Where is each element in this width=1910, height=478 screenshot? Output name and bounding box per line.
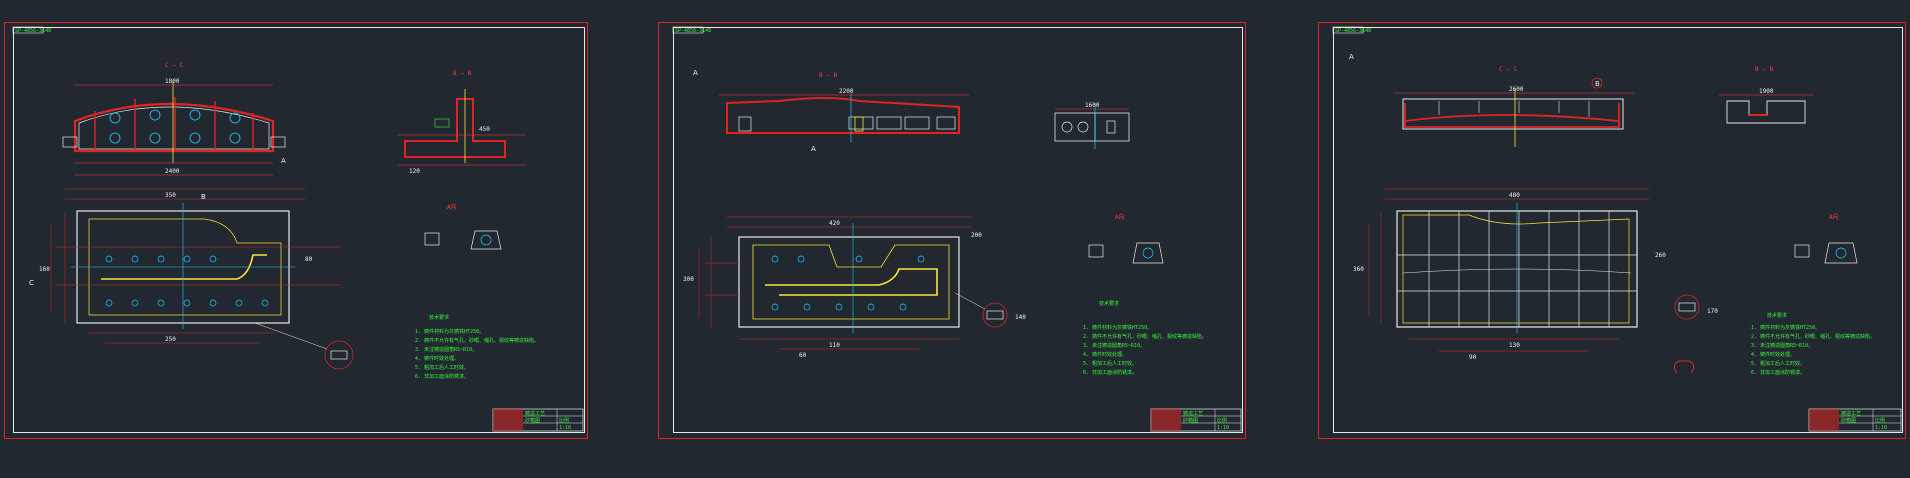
sheet-1-dim-d: 120 — [409, 168, 420, 175]
sheet-2-title-block — [1150, 408, 1242, 432]
sheet-1-top-section — [62, 81, 286, 176]
sheet-2-note-3: 3. 未注铸造圆角R5~R10。 — [1083, 342, 1145, 349]
sheet-2-note-2: 2. 铸件不允许有气孔、砂眼、缩孔、裂纹等铸造缺陷。 — [1083, 333, 1207, 340]
sheet-3-notes-title: 技术要求 — [1767, 312, 1787, 319]
sheet-1-title-4: 1:10 — [559, 425, 571, 431]
sheet-1-dim-h: 80 — [305, 256, 313, 263]
sheet-1-note-5: 5. 粗加工后人工时效。 — [415, 364, 469, 371]
sheet-1-title-block — [492, 408, 584, 432]
drawing-sheet-3[interactable]: SP-4856-3148 C — C B 2600 B — B — [1318, 22, 1906, 439]
sheet-2-note-5: 5. 粗加工后人工时效。 — [1083, 360, 1137, 367]
sheet-2-dim-h: 60 — [799, 352, 807, 359]
sheet-2-notes-title: 技术要求 — [1099, 300, 1119, 307]
sheet-1-side-section — [397, 89, 525, 166]
sheet-2-note-1: 1. 铸件材料为灰铸铁HT250。 — [1083, 324, 1152, 331]
sheet-3-note-6: 6. 非加工面涂防锈漆。 — [1751, 369, 1805, 376]
sheet-1-callout-b: B — [201, 193, 206, 201]
sheet-2-dim-b: 1600 — [1085, 102, 1100, 109]
sheet-2-dim-d: 110 — [829, 342, 840, 349]
sheet-2-callout-b: A — [693, 69, 698, 77]
sheet-3-section-top: C — C — [1499, 66, 1517, 73]
sheet-3-dim-a: 2600 — [1509, 86, 1524, 93]
sheet-2-side-view — [1054, 103, 1130, 149]
sheet-3-dim-d: 130 — [1509, 342, 1520, 349]
sheet-1-dim-g: 160 — [39, 266, 50, 273]
sheet-3-note-1: 1. 铸件材料为灰铸铁HT250。 — [1751, 324, 1820, 331]
sheet-2-drawing: SP-4856-3148 B — B A 2200 — [672, 26, 1242, 432]
sheet-3-title-1: 铸造工艺 — [1841, 410, 1861, 417]
sheet-2-dim-a: 2200 — [839, 88, 854, 95]
sheet-1-drawing: SP-4856-3148 C — C — [12, 26, 584, 432]
sheet-2-title-3: 比例 — [1217, 417, 1227, 424]
drawing-sheet-1[interactable]: SP-4856-3148 C — C — [4, 22, 588, 439]
sheet-1-section-side: B — B — [453, 70, 471, 77]
sheet-1-note-4: 4. 铸件时效处理。 — [415, 355, 459, 362]
sheet-1-callout-a: A — [281, 157, 286, 165]
sheet-3-drawing: SP-4856-3148 C — C B 2600 B — B — [1332, 26, 1902, 432]
sheet-2-section-top: B — B — [819, 72, 837, 79]
sheet-3-title-block — [1808, 408, 1902, 432]
sheet-3-note-3: 3. 未注铸造圆角R5~R10。 — [1751, 342, 1813, 349]
sheet-1-note-3: 3. 未注铸造圆角R5~R10。 — [415, 346, 477, 353]
sheet-3-view-label: A向 — [1829, 213, 1839, 221]
sheet-3-top-section — [1395, 77, 1635, 147]
sheet-1-note-1: 1. 铸件材料为灰铸铁HT250。 — [415, 328, 484, 335]
sheet-1-notes-title: 技术要求 — [429, 314, 449, 321]
sheet-3-dim-f: 260 — [1655, 252, 1666, 259]
sheet-3-note-5: 5. 粗加工后人工时效。 — [1751, 360, 1805, 367]
sheet-2-title-1: 铸造工艺 — [1183, 410, 1203, 417]
sheet-3-side-section — [1719, 94, 1813, 124]
sheet-3-note-2: 2. 铸件不允许有气孔、砂眼、缩孔、裂纹等铸造缺陷。 — [1751, 333, 1875, 340]
sheet-3-dim-e: 360 — [1353, 266, 1364, 273]
sheet-2-dim-c: 420 — [829, 220, 840, 227]
sheet-2-plan-view — [698, 216, 1008, 350]
sheet-1-plan-view — [50, 188, 354, 370]
sheet-3-dim-h: 90 — [1469, 354, 1477, 361]
sheet-1-tag: SP-4856-3148 — [15, 28, 51, 34]
sheet-1-title-3: 比例 — [559, 417, 569, 424]
sheet-3-dim-g: 170 — [1707, 308, 1718, 315]
sheet-1-callout-c: C — [29, 279, 34, 287]
sheet-3-title-3: 比例 — [1875, 417, 1885, 424]
sheet-1-dim-a: 2400 — [165, 168, 180, 175]
sheet-3-title-2: 砂箱图 — [1841, 417, 1856, 424]
sheet-3-plan-view — [1368, 188, 1700, 374]
sheet-1-dim-c: 450 — [479, 126, 490, 133]
sheet-1-note-2: 2. 铸件不允许有气孔、砂眼、缩孔、裂纹等铸造缺陷。 — [415, 337, 539, 344]
sheet-2-border — [673, 27, 1243, 433]
sheet-1-dim-e: 350 — [165, 192, 176, 199]
sheet-3-note-4: 4. 铸件时效处理。 — [1751, 351, 1795, 358]
sheet-2-note-4: 4. 铸件时效处理。 — [1083, 351, 1127, 358]
sheet-1-title-1: 铸造工艺 — [525, 410, 545, 417]
sheet-2-dim-e: 300 — [683, 276, 694, 283]
sheet-2-dim-f: 200 — [971, 232, 982, 239]
sheet-1-view-label: A向 — [447, 203, 457, 211]
sheet-1-note-6: 6. 非加工面涂防锈漆。 — [415, 373, 469, 380]
sheet-2-callout-a: A — [811, 145, 816, 153]
sheet-3-title-4: 1:10 — [1875, 425, 1887, 431]
sheet-2-title-2: 砂箱图 — [1183, 417, 1198, 424]
sheet-3-border — [1333, 27, 1903, 433]
sheet-3-tag: SP-4856-3148 — [1335, 28, 1371, 34]
sheet-2-title-4: 1:10 — [1217, 425, 1229, 431]
sheet-2-view-label: A向 — [1115, 213, 1125, 221]
sheet-3-callout-a: A — [1349, 53, 1354, 61]
sheet-3-section-side: B — B — [1755, 66, 1773, 73]
sheet-1-dim-f: 250 — [165, 336, 176, 343]
sheet-1-border — [13, 27, 585, 433]
sheet-1-dim-b: 1800 — [165, 78, 180, 85]
sheet-2-note-6: 6. 非加工面涂防锈漆。 — [1083, 369, 1137, 376]
sheet-2-dim-g: 140 — [1015, 314, 1026, 321]
sheet-3-callout-b: B — [1595, 80, 1600, 88]
sheet-2-top-section — [719, 93, 969, 143]
sheet-1-section-top: C — C — [165, 62, 183, 69]
sheet-3-dim-c: 480 — [1509, 192, 1520, 199]
sheet-2-tag: SP-4856-3148 — [675, 28, 711, 34]
sheet-3-dim-b: 1900 — [1759, 88, 1774, 95]
drawing-sheet-2[interactable]: SP-4856-3148 B — B A 2200 — [658, 22, 1246, 439]
sheet-1-title-2: 砂箱图 — [525, 417, 540, 424]
